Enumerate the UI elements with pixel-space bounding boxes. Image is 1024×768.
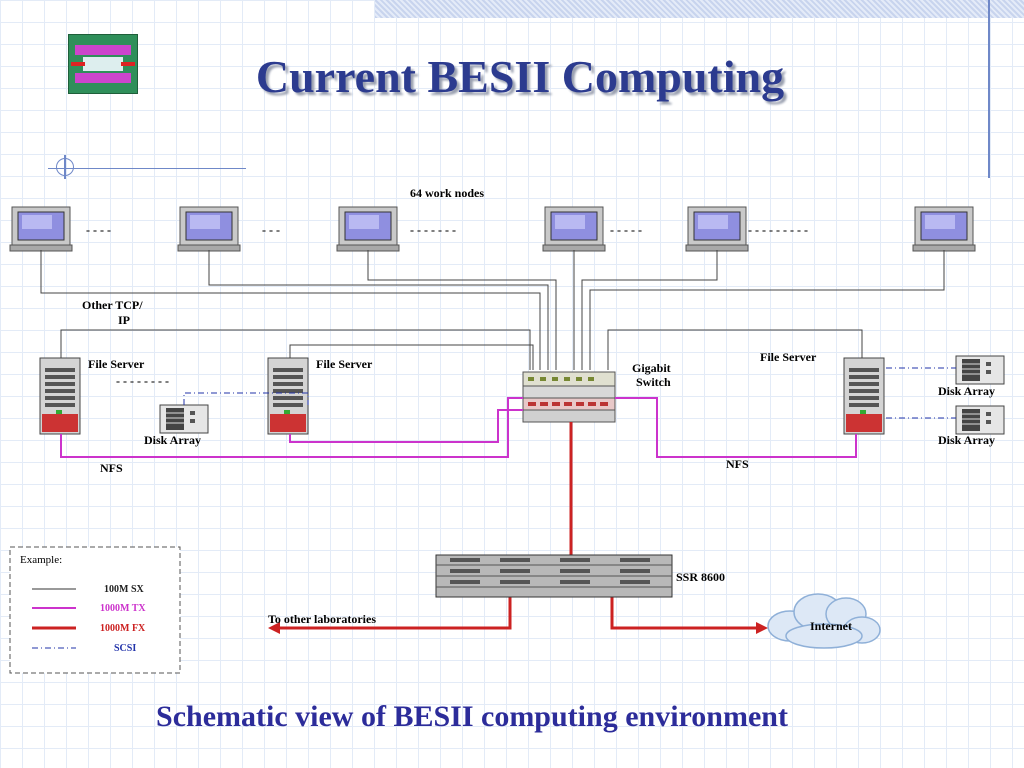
work-node-5 xyxy=(685,206,749,252)
disk-array-2 xyxy=(955,355,1005,385)
arrow-to-labs xyxy=(268,622,280,634)
decorative-circle xyxy=(56,155,74,179)
tx-links xyxy=(60,397,857,458)
other-tcp-label-line2: IP xyxy=(118,313,130,327)
router-label: SSR 8600 xyxy=(676,570,725,584)
fx-links xyxy=(278,422,760,630)
slide-caption: Schematic view of BESII computing enviro… xyxy=(156,700,788,733)
internet-cloud-icon xyxy=(767,593,881,649)
node-ellipsis-5: - - - - - - - - - xyxy=(748,223,808,237)
file-server-2 xyxy=(267,357,309,435)
internet-label: Internet xyxy=(810,619,852,633)
work-node-4 xyxy=(542,206,606,252)
legend-label-scsi: SCSI xyxy=(114,643,136,654)
legend-title: Example: xyxy=(20,554,62,566)
legend-label-tx: 1000M TX xyxy=(100,603,146,614)
legend-label-fx: 1000M FX xyxy=(100,623,146,634)
network-diagram: 64 work nodes - - - - - - - - - - - - - … xyxy=(9,186,1005,674)
gigabit-switch-label-line2: Switch xyxy=(636,375,671,389)
to-labs-label: To other laboratories xyxy=(268,612,376,626)
other-tcp-label-line1: Other TCP/ xyxy=(82,298,143,312)
sx-links xyxy=(40,250,945,370)
work-node-2 xyxy=(177,206,241,252)
slide-title: Current BESII Computing xyxy=(255,51,785,102)
node-ellipsis-2: - - - xyxy=(262,223,280,237)
node-ellipsis-4: - - - - - xyxy=(610,223,642,237)
gigabit-switch xyxy=(522,371,616,423)
file-server-1 xyxy=(39,357,81,435)
file-server-1-label: File Server xyxy=(88,357,145,371)
header-pattern-band xyxy=(375,0,1024,18)
nfs-right-label: NFS xyxy=(726,457,749,471)
work-node-6 xyxy=(912,206,976,252)
disk-array-2-label: Disk Array xyxy=(938,384,995,398)
server-ellipsis: - - - - - - - - xyxy=(116,374,169,388)
decorative-vertical-line xyxy=(988,0,990,178)
file-server-3 xyxy=(843,357,885,435)
disk-array-1-label: Disk Array xyxy=(144,433,201,447)
work-node-3 xyxy=(336,206,400,252)
node-ellipsis-3: - - - - - - - xyxy=(410,223,456,237)
nfs-left-label: NFS xyxy=(100,461,123,475)
work-nodes-label: 64 work nodes xyxy=(410,186,484,200)
legend-label-sx: 100M SX xyxy=(104,584,145,595)
ssr-8600-router xyxy=(435,554,673,598)
file-server-3-label: File Server xyxy=(760,350,817,364)
disk-array-3-label: Disk Array xyxy=(938,433,995,447)
arrow-to-internet xyxy=(756,622,768,634)
file-server-2-label: File Server xyxy=(316,357,373,371)
disk-array-3 xyxy=(955,405,1005,435)
decorative-horizontal-line xyxy=(48,168,246,169)
scsi-links xyxy=(183,367,956,419)
work-node-1 xyxy=(9,206,73,252)
node-ellipsis-1: - - - - xyxy=(86,223,111,237)
disk-array-1 xyxy=(159,404,209,434)
legend: Example: 100M SX 1000M TX 1000M FX SCSI xyxy=(9,546,181,674)
bes-detector-logo xyxy=(68,34,138,94)
gigabit-switch-label-line1: Gigabit xyxy=(632,361,671,375)
